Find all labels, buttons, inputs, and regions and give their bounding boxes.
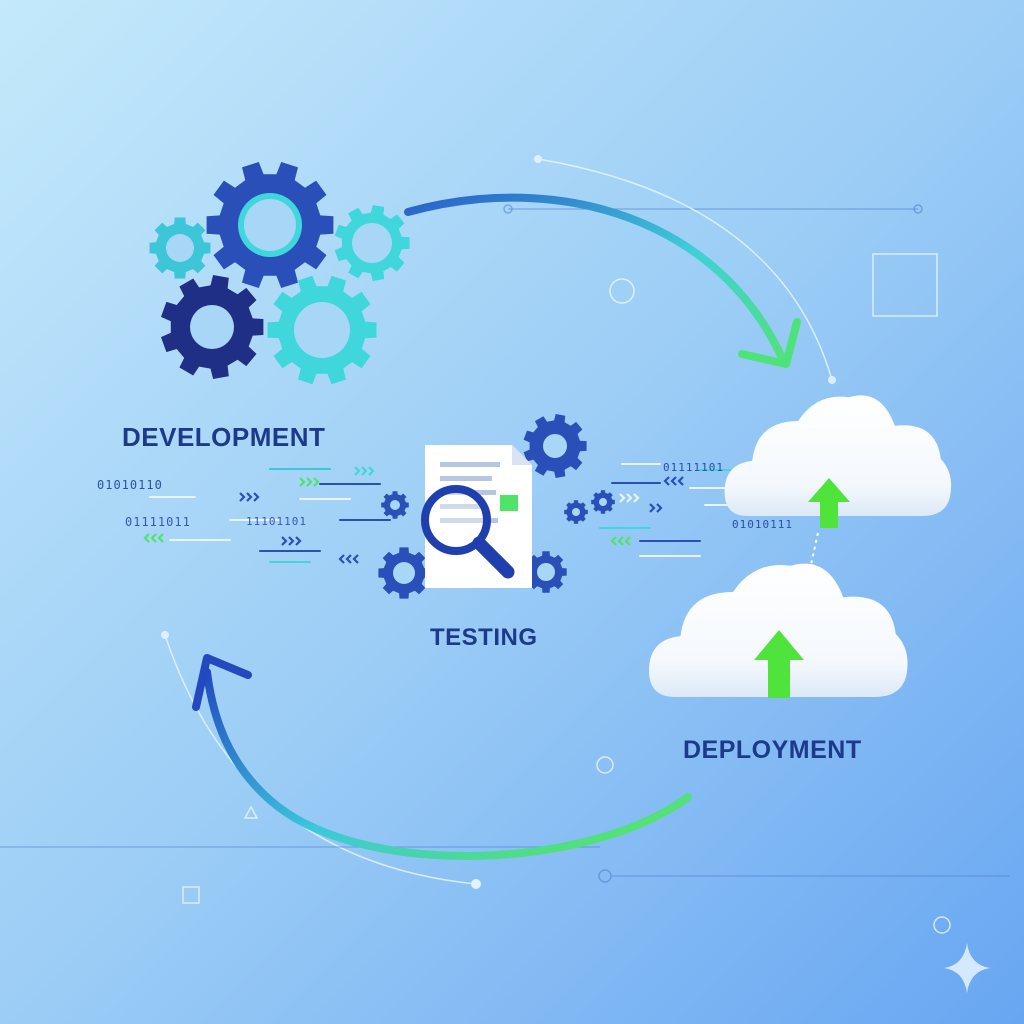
chevron-icon <box>649 503 663 513</box>
chevron-icon <box>143 533 164 543</box>
gear-icon <box>523 414 587 478</box>
gear-icon <box>378 547 430 599</box>
chevron-icon <box>663 476 684 486</box>
gear-icon <box>591 490 615 514</box>
binary-stream-text: 01010110 <box>97 478 163 492</box>
cloud-connector <box>807 532 819 579</box>
upload-arrow-icon-top <box>808 478 850 528</box>
upload-arrow-icon-bottom <box>754 630 804 698</box>
binary-stream-text: 11101101 <box>246 515 307 528</box>
gear-icon <box>206 162 334 288</box>
cycle-arrow-top-icon <box>404 193 801 368</box>
binary-stream-text: 01111011 <box>125 515 191 529</box>
chevron-icon <box>299 477 320 487</box>
binary-stream-text: 01010111 <box>732 518 793 531</box>
gear-icon <box>381 491 409 519</box>
gear-icon <box>525 551 567 593</box>
sparkle-icon <box>944 943 990 993</box>
development-label: DEVELOPMENT <box>122 422 326 452</box>
deployment-label: DEPLOYMENT <box>683 736 862 764</box>
chevron-icon <box>338 554 359 564</box>
binary-stream-text: 01111101 <box>663 461 724 474</box>
chevron-icon <box>610 536 631 546</box>
gear-icon <box>334 205 410 281</box>
gear-icon <box>267 275 377 385</box>
testing-label: TESTING <box>430 624 538 651</box>
gear-icon <box>161 275 264 379</box>
gear-icon <box>564 500 588 524</box>
chevron-icon <box>281 536 302 546</box>
chevron-icon <box>619 493 640 503</box>
background-decorations <box>0 155 1010 934</box>
gear-icon <box>149 217 211 279</box>
chevron-icon <box>239 492 260 502</box>
cycle-arrow-bottom-icon <box>192 654 692 860</box>
chevron-icon <box>354 466 375 476</box>
data-stream <box>143 414 777 599</box>
magnifier-icon <box>421 485 515 579</box>
development-gears <box>149 162 410 385</box>
